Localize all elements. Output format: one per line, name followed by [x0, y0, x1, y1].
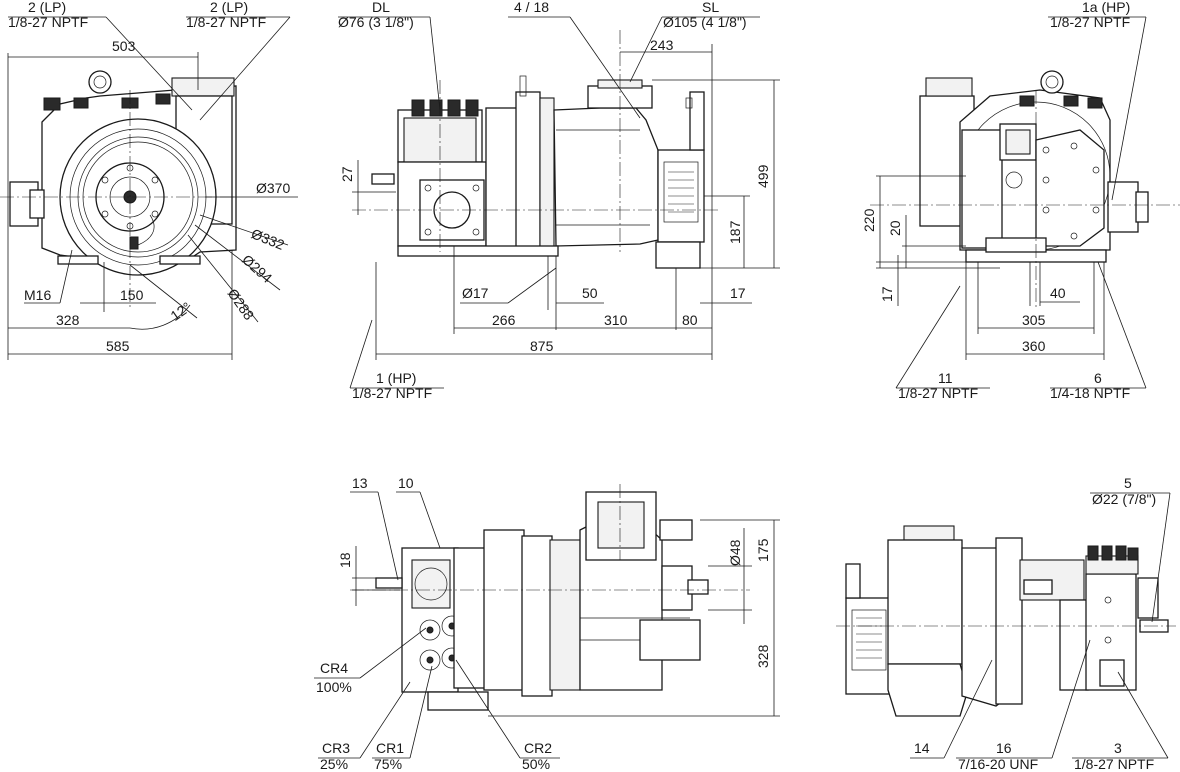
callout-11-number: 11 [938, 370, 953, 386]
callout-cr3-percent: 25% [320, 756, 348, 772]
callout-dl-number: DL [372, 0, 390, 15]
callout-cr2-name: CR2 [524, 740, 552, 756]
rear-view: 1a (HP) 1/8-27 NPTF 220 20 17 40 305 360… [861, 0, 1180, 401]
dim-20-rear: 20 [887, 220, 903, 236]
callout-1a-number: 1a (HP) [1082, 0, 1130, 15]
callout-13: 13 [352, 475, 368, 491]
callout-1hp-number: 1 (HP) [376, 370, 416, 386]
callout-5-size: Ø22 (7/8") [1092, 491, 1156, 507]
dim-17-side: 17 [730, 285, 746, 301]
callout-14: 14 [914, 740, 930, 756]
dim-40: 40 [1050, 285, 1066, 301]
dim-875: 875 [530, 338, 554, 354]
callout-sl-size: Ø105 (4 1/8") [663, 14, 747, 30]
dim-80: 80 [682, 312, 698, 328]
callout-1hp-thread: 1/8-27 NPTF [352, 385, 432, 401]
dim-310: 310 [604, 312, 628, 328]
callout-11-thread: 1/8-27 NPTF [898, 385, 978, 401]
callout-1a-thread: 1/8-27 NPTF [1050, 14, 1130, 30]
callout-2lp-right-number: 2 (LP) [210, 0, 248, 15]
callout-3-thread: 1/8-27 NPTF [1074, 756, 1154, 772]
dim-27: 27 [339, 166, 355, 182]
dim-dia-48: Ø48 [727, 539, 743, 566]
callout-dl-size: Ø76 (3 1/8") [338, 14, 414, 30]
callout-3-number: 3 [1114, 740, 1122, 756]
dim-220: 220 [861, 208, 877, 232]
dim-360: 360 [1022, 338, 1046, 354]
callout-16-number: 16 [996, 740, 1012, 756]
dim-dia-294: Ø294 [239, 251, 275, 286]
dim-angle-12: 12° [167, 299, 194, 324]
callout-2lp-left-number: 2 (LP) [28, 0, 66, 15]
dim-dia-332: Ø332 [249, 225, 287, 253]
dim-dia-17: Ø17 [462, 285, 489, 301]
dim-585: 585 [106, 338, 130, 354]
callout-10: 10 [398, 475, 414, 491]
callout-cr2-percent: 50% [522, 756, 550, 772]
dim-328-top: 328 [755, 644, 771, 668]
callout-4-18: 4 / 18 [514, 0, 549, 15]
dim-50: 50 [582, 285, 598, 301]
callout-cr1-percent: 75% [374, 756, 402, 772]
front-view: 2 (LP) 1/8-27 NPTF 2 (LP) 1/8-27 NPTF 50… [0, 0, 298, 360]
callout-6-thread: 1/4-18 NPTF [1050, 385, 1130, 401]
callout-5-number: 5 [1124, 475, 1132, 491]
callout-2lp-right-thread: 1/8-27 NPTF [186, 14, 266, 30]
dim-305: 305 [1022, 312, 1046, 328]
callout-cr1-name: CR1 [376, 740, 404, 756]
side-view: DL Ø76 (3 1/8") 4 / 18 SL Ø105 (4 1/8") … [338, 0, 780, 401]
dim-187: 187 [727, 220, 743, 244]
dim-17-rear: 17 [879, 286, 895, 302]
callout-cr3-name: CR3 [322, 740, 350, 756]
dim-243: 243 [650, 37, 674, 53]
dim-dia-370: Ø370 [256, 180, 290, 196]
callout-16-thread: 7/16-20 UNF [958, 756, 1038, 772]
dim-328-front: 328 [56, 312, 80, 328]
opposite-side-view: 5 Ø22 (7/8") 14 16 7/16-20 UNF 3 1/8-27 … [836, 475, 1176, 772]
dim-503: 503 [112, 38, 136, 54]
dim-266: 266 [492, 312, 516, 328]
callout-6-number: 6 [1094, 370, 1102, 386]
dim-499: 499 [755, 164, 771, 188]
top-view: 13 10 18 Ø48 175 328 CR4 100% CR3 25% CR [314, 475, 780, 772]
dim-m16: M16 [24, 287, 51, 303]
dim-150: 150 [120, 287, 144, 303]
dim-175: 175 [755, 538, 771, 562]
callout-2lp-left-thread: 1/8-27 NPTF [8, 14, 88, 30]
dim-18: 18 [337, 552, 353, 568]
callout-cr4-name: CR4 [320, 660, 348, 676]
callout-sl-number: SL [702, 0, 719, 15]
dim-dia-288: Ø288 [225, 286, 258, 323]
callout-cr4-percent: 100% [316, 679, 352, 695]
